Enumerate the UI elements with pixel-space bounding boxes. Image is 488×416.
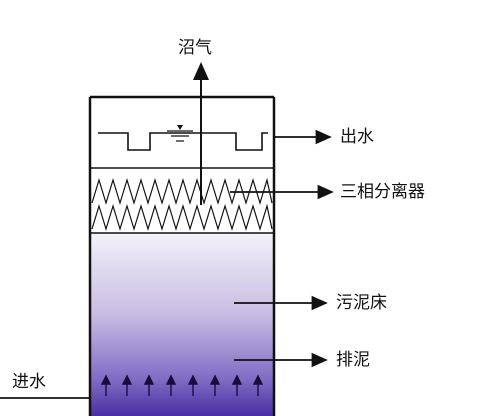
separator-boundaries: [90, 167, 274, 234]
up-arrow-icon: [209, 374, 221, 396]
up-arrow-icon: [187, 374, 199, 396]
separator-zigzag-lower: [91, 203, 273, 232]
up-arrow-icon: [231, 374, 243, 396]
effluent-weir: [98, 132, 268, 151]
effluent-label: 出水: [340, 127, 374, 147]
sludge-discharge-label: 排泥: [336, 350, 370, 370]
reactor-outline: [88, 95, 276, 416]
influent-label: 进水: [12, 372, 46, 392]
sludge-bed-region: [91, 233, 273, 416]
distribution-arrows: [100, 374, 264, 396]
up-arrow-icon: [165, 374, 177, 396]
separator-zigzag-upper: [91, 177, 273, 206]
biogas-label: 沼气: [178, 38, 212, 58]
water-level-icon: [167, 125, 193, 142]
up-arrow-icon: [252, 374, 264, 396]
up-arrow-icon: [121, 374, 133, 396]
up-arrow-icon: [143, 374, 155, 396]
up-arrow-icon: [100, 374, 112, 396]
three-phase-separator-label: 三相分离器: [340, 182, 425, 202]
sludge-bed-label: 污泥床: [336, 293, 387, 313]
